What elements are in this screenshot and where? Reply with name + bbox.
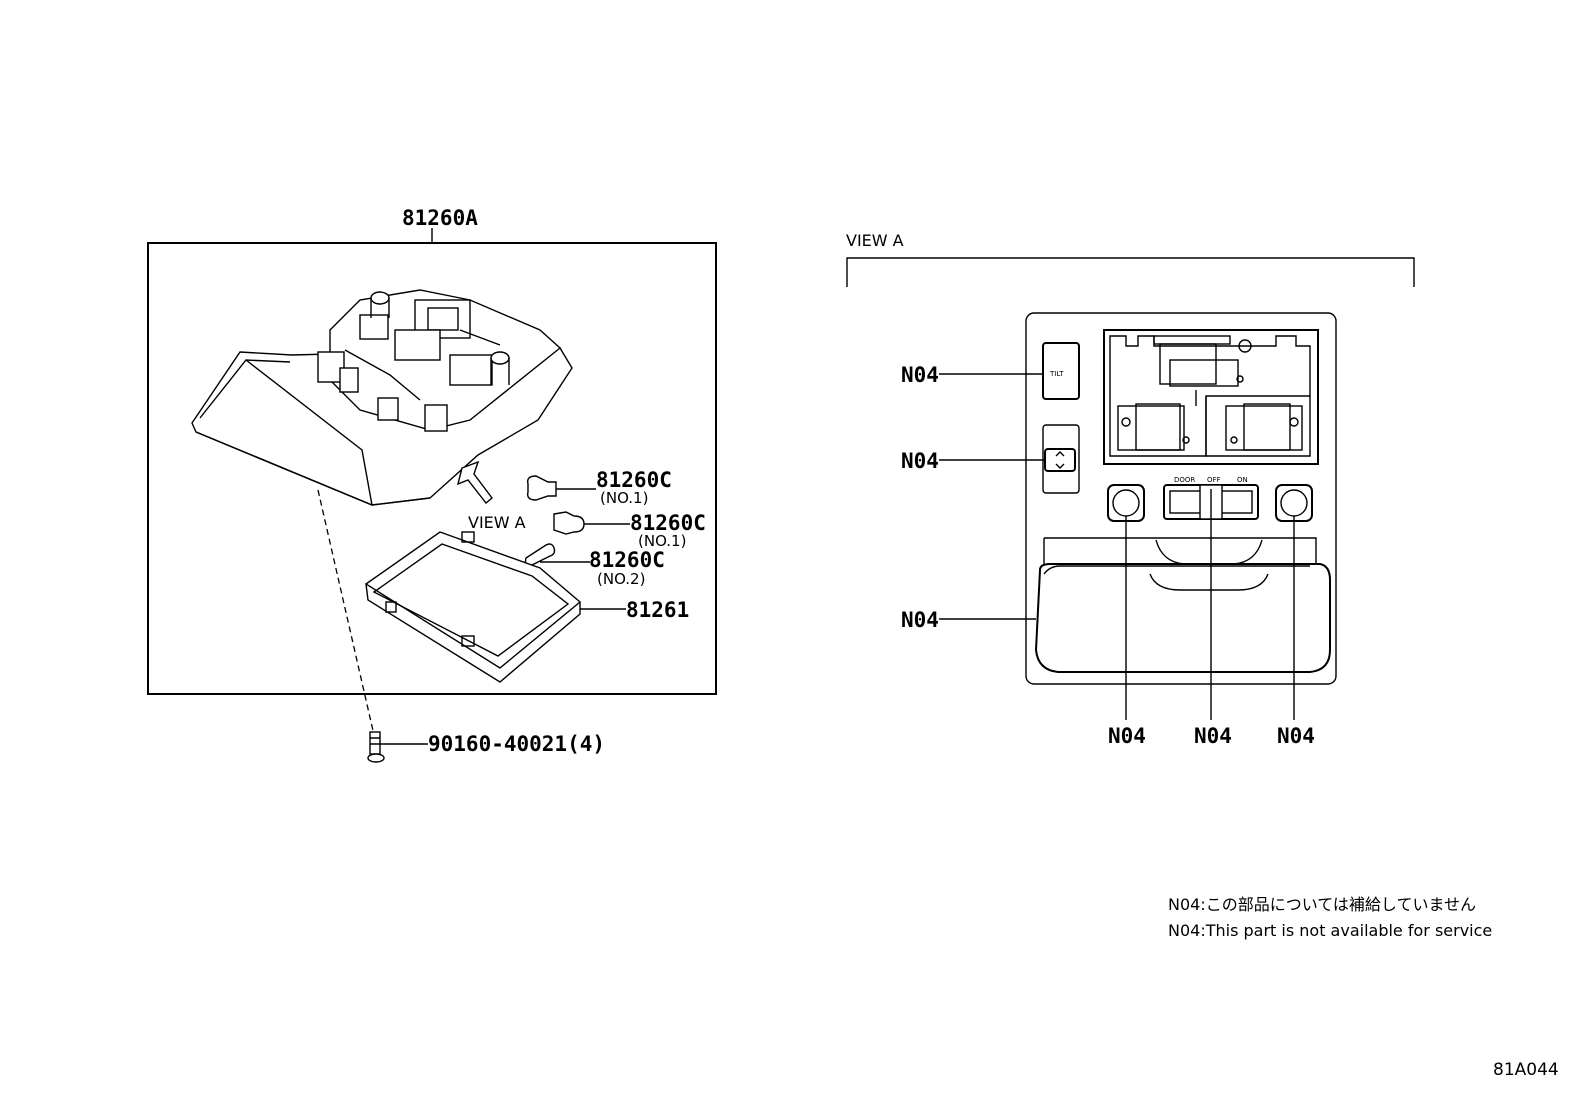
- view-a-bracket: [846, 257, 1415, 287]
- switch-pos-off: OFF: [1207, 476, 1221, 484]
- left-assembly: 81260A VIEW A: [147, 206, 717, 763]
- lamp-lens: [1034, 537, 1331, 673]
- callout-right-button: N04: [1277, 724, 1315, 748]
- callout-switch: N04: [1194, 724, 1232, 748]
- note-english: N04:This part is not available for servi…: [1168, 921, 1492, 940]
- tilt-button-label: TILT: [1049, 370, 1064, 378]
- tilt-button: TILT: [1042, 342, 1080, 400]
- view-a: VIEW A TILT: [846, 231, 1415, 748]
- view-a-pointer-label: VIEW A: [468, 513, 526, 532]
- console-panel: [1025, 312, 1337, 685]
- bulb-2: 81260C (NO.1): [553, 511, 706, 550]
- electronics-compartment: [1103, 329, 1319, 465]
- part-number-81260C-1: 81260C: [596, 468, 672, 492]
- part-number-81260C-3: 81260C: [589, 548, 665, 572]
- bulb-2-note: (NO.1): [638, 532, 686, 550]
- bulb-1: 81260C (NO.1): [526, 468, 672, 507]
- lens-cover: 81261: [364, 531, 689, 683]
- callout-tilt: N04: [901, 363, 939, 387]
- map-lamp-housing: [191, 289, 573, 506]
- part-number-81260A: 81260A: [402, 206, 478, 230]
- part-number-81260C-2: 81260C: [630, 511, 706, 535]
- screw: 90160-40021(4): [317, 489, 605, 763]
- callout-lamp-lens: N04: [901, 608, 939, 632]
- switch-pos-on: ON: [1237, 476, 1248, 484]
- figure-code: 81A044: [1493, 1060, 1559, 1080]
- bulb-1-note: (NO.1): [600, 489, 648, 507]
- note-japanese: N04:この部品については補給していません: [1168, 895, 1476, 914]
- right-lamp-button: [1275, 484, 1313, 522]
- view-a-title: VIEW A: [846, 231, 904, 250]
- callout-up-down: N04: [901, 449, 939, 473]
- callouts: N04 N04 N04 N04 N04 N04: [901, 363, 1315, 748]
- part-number-90160-40021: 90160-40021(4): [428, 732, 605, 756]
- part-number-81261: 81261: [626, 598, 689, 622]
- view-a-arrow: VIEW A: [456, 460, 526, 532]
- bulb-3: 81260C (NO.2): [524, 543, 665, 588]
- notes: N04:この部品については補給していません N04:This part is n…: [1168, 895, 1492, 940]
- door-off-on-switch: DOOR OFF ON: [1163, 476, 1259, 520]
- switch-pos-door: DOOR: [1174, 476, 1195, 484]
- left-lamp-button: [1107, 484, 1145, 522]
- callout-left-button: N04: [1108, 724, 1146, 748]
- bulb-3-note: (NO.2): [597, 570, 645, 588]
- up-down-button: [1042, 424, 1080, 494]
